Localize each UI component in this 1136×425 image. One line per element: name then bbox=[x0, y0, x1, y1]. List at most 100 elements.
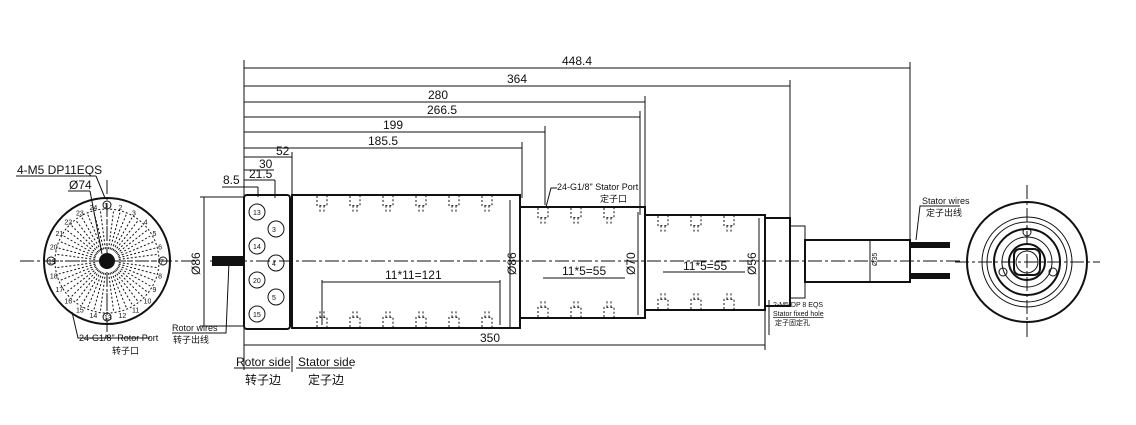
port-channel bbox=[109, 212, 121, 250]
port-number: 5 bbox=[152, 231, 156, 238]
rotor-wires-cn-label: 转子出线 bbox=[173, 334, 209, 345]
stator-wires-cn-label: 定子出线 bbox=[926, 207, 962, 218]
port-number: 10 bbox=[144, 299, 152, 306]
side-port bbox=[248, 305, 266, 323]
stator-wire-top bbox=[910, 242, 950, 248]
stator-shaft bbox=[804, 239, 911, 283]
port-number: 14 bbox=[90, 313, 98, 320]
rotor-wires-label: Rotor wires bbox=[172, 323, 218, 333]
port-groove bbox=[481, 311, 493, 327]
port-number: 17 bbox=[56, 287, 64, 294]
port-number: 1 bbox=[104, 203, 108, 210]
stator-fixed-label: 2-M5 DP 8 EQS bbox=[773, 302, 823, 309]
port-channel bbox=[109, 272, 121, 310]
mount-holes-label: 4-M5 DP11EQS bbox=[17, 163, 102, 177]
port-groove bbox=[690, 293, 702, 309]
port-channel bbox=[108, 211, 115, 250]
port-number: 9 bbox=[152, 287, 156, 294]
stator-end-view bbox=[955, 185, 1100, 340]
rotor-side-cn-label: 转子边 bbox=[245, 372, 281, 387]
callouts: 24-G1/8" Stator Port 定子口 Stator wires 定子… bbox=[172, 182, 970, 387]
port-channel bbox=[118, 263, 156, 275]
port-channel bbox=[67, 230, 98, 255]
port-channel bbox=[57, 262, 96, 269]
port-groove bbox=[723, 293, 735, 309]
dim-52: 52 bbox=[276, 144, 290, 158]
dim-30: 30 bbox=[259, 157, 273, 171]
dim-350: 350 bbox=[480, 331, 500, 345]
port-channel bbox=[116, 267, 147, 292]
port-groove bbox=[657, 216, 669, 232]
port-groove bbox=[603, 208, 615, 224]
port-number: 22 bbox=[64, 219, 72, 226]
port-channel bbox=[108, 272, 115, 311]
port-groove bbox=[316, 196, 328, 212]
port-number: 7 bbox=[160, 259, 164, 266]
side-port bbox=[267, 254, 285, 272]
side-port bbox=[267, 288, 285, 306]
port-channel bbox=[99, 211, 106, 250]
dim-266-5: 266.5 bbox=[427, 103, 457, 117]
port-number: 6 bbox=[158, 245, 162, 252]
side-port-number: 13 bbox=[253, 210, 261, 217]
side-port-number: 20 bbox=[253, 278, 261, 285]
port-groove bbox=[537, 301, 549, 317]
port-number: 11 bbox=[132, 307, 139, 314]
port-channel bbox=[116, 230, 147, 255]
port-groove bbox=[448, 311, 460, 327]
port-number: 23 bbox=[76, 211, 84, 218]
pitch-stator-1: 11*5=55 bbox=[562, 264, 606, 278]
side-port-number: 15 bbox=[253, 312, 261, 319]
dim-364: 364 bbox=[507, 72, 527, 86]
stator-side-label: Stator side bbox=[298, 355, 356, 369]
port-groove bbox=[415, 311, 427, 327]
port-groove bbox=[382, 311, 394, 327]
pitch-stator-2: 11*5=55 bbox=[683, 259, 727, 273]
dim-185-5: 185.5 bbox=[368, 134, 398, 148]
port-channel bbox=[67, 267, 98, 292]
side-port bbox=[248, 271, 266, 289]
side-port-number: 5 bbox=[272, 295, 276, 302]
dia-86-body: Ø86 bbox=[505, 252, 519, 275]
port-channel bbox=[113, 221, 138, 252]
port-number: 19 bbox=[48, 259, 56, 266]
port-channel bbox=[58, 263, 96, 275]
stator-flange bbox=[764, 217, 791, 307]
port-number: 18 bbox=[50, 273, 58, 280]
port-number: 16 bbox=[64, 299, 72, 306]
stator-port-cn-label: 定子口 bbox=[600, 193, 627, 204]
port-groove bbox=[481, 196, 493, 212]
dia-86-flange: Ø86 bbox=[189, 252, 203, 275]
port-groove bbox=[570, 301, 582, 317]
port-channel bbox=[57, 253, 96, 260]
dia-70: Ø70 bbox=[624, 252, 638, 275]
port-number: 12 bbox=[118, 313, 126, 320]
side-port bbox=[267, 220, 285, 238]
side-port-number: 4 bbox=[272, 261, 276, 268]
port-groove bbox=[657, 293, 669, 309]
port-groove bbox=[382, 196, 394, 212]
dia-35: Ø35 bbox=[872, 253, 879, 266]
port-number: 13 bbox=[104, 315, 112, 322]
center-bore bbox=[99, 253, 115, 269]
dim-199: 199 bbox=[383, 118, 403, 132]
port-number: 21 bbox=[56, 231, 64, 238]
port-channel bbox=[93, 272, 105, 310]
rotor-port-cn-label: 转子口 bbox=[112, 345, 139, 356]
port-channel bbox=[58, 247, 96, 259]
port-number: 20 bbox=[50, 245, 58, 252]
port-number: 15 bbox=[76, 307, 84, 314]
port-groove bbox=[690, 216, 702, 232]
rotor-wire-stub bbox=[212, 256, 244, 266]
port-channel bbox=[118, 253, 157, 260]
stator-side-cn-label: 定子边 bbox=[308, 372, 344, 387]
dim-280: 280 bbox=[428, 88, 448, 102]
rotor-flange bbox=[243, 194, 291, 330]
port-channel bbox=[113, 270, 138, 301]
rotor-side-label: Rotor side bbox=[236, 355, 291, 369]
dim-8-5: 8.5 bbox=[223, 173, 240, 187]
port-groove bbox=[349, 311, 361, 327]
stator-fixed-cn-label: 定子固定孔 bbox=[775, 318, 810, 327]
port-number: 4 bbox=[144, 219, 148, 226]
port-channel bbox=[118, 262, 157, 269]
